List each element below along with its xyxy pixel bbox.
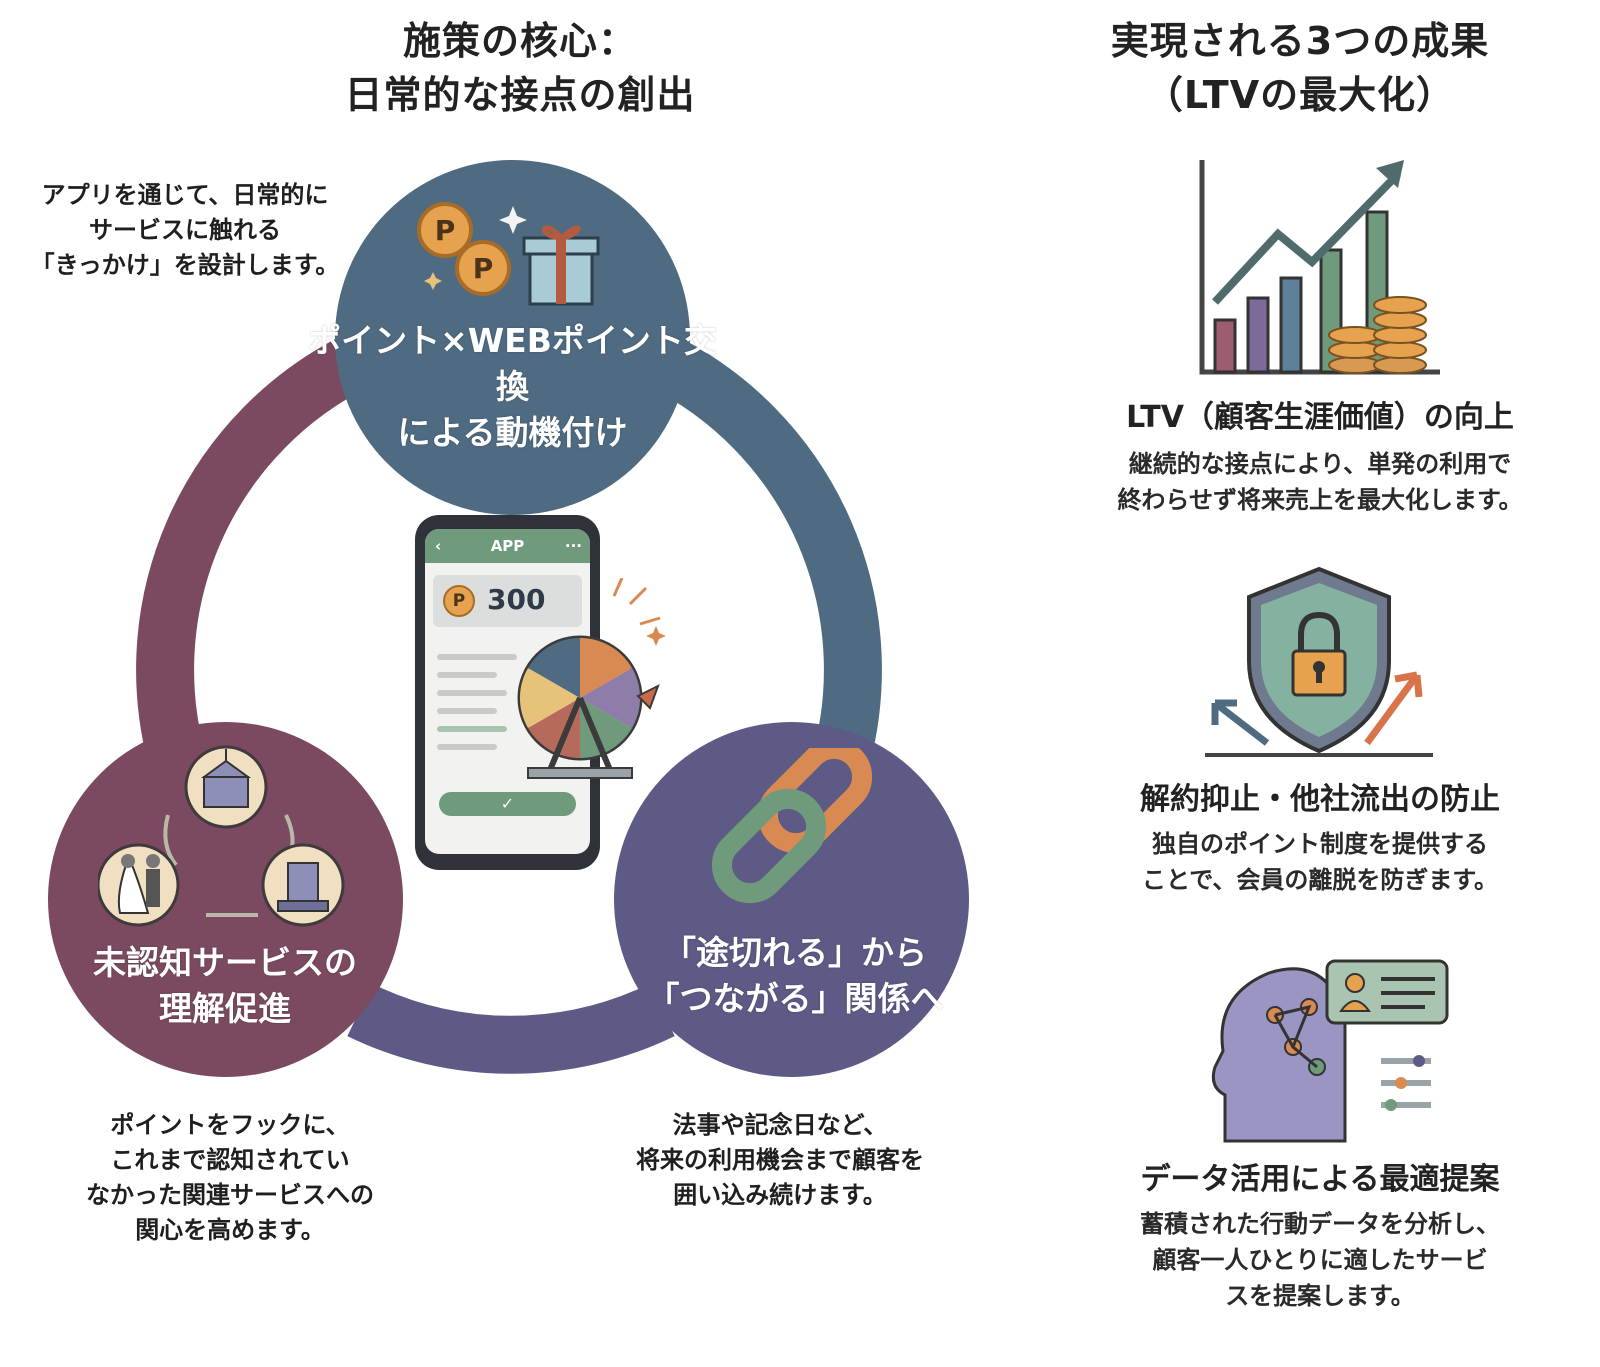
note-bottom-left: ポイントをフックに、 これまで認知されてい なかった関連サービスへの 関心を高め… [86, 1111, 374, 1244]
results-title: 実現される3つの成果 （LTVの最大化） [1110, 19, 1490, 117]
list-item-4 [437, 708, 497, 714]
note-bottom-right: 法事や記念日など、 将来の利用機会まで顧客を 囲い込み続けます。 [636, 1111, 924, 1209]
point-coin-icon: P [443, 585, 475, 617]
circle-relationship-label: 「途切れる」から 「つながる」関係へ [646, 933, 944, 1018]
svg-text:P: P [473, 252, 494, 285]
result-2-description: 独自のポイント制度を提供する ことで、会員の離脱を防ぎます。 [1142, 830, 1498, 894]
ring-arc-left [136, 333, 371, 779]
cycle-ring [136, 333, 882, 1074]
ring-arc-bottom [347, 983, 675, 1074]
growth-chart-icon [1199, 160, 1440, 375]
list-item-2 [437, 672, 497, 678]
result-3-title: データ活用による最適提案 [1140, 1162, 1500, 1197]
list-item-6 [437, 744, 497, 750]
svg-text:P: P [435, 214, 456, 247]
app-header-bar: ‹ APP ··· [425, 529, 590, 563]
chain-link-icon [711, 748, 873, 904]
result-1-title: LTV（顧客生涯価値）の向上 [1126, 400, 1514, 435]
ceremony-services-icon [98, 745, 345, 927]
core-title: 施策の核心： 日常的な接点の創出 [344, 19, 696, 117]
list-item-5 [437, 726, 507, 732]
list-item-1 [437, 654, 517, 660]
result-2-title: 解約抑止・他社流出の防止 [1140, 782, 1500, 817]
confirm-button[interactable]: ✓ [439, 792, 576, 816]
more-menu-icon[interactable]: ··· [564, 537, 582, 555]
note-top-left: アプリを通じて、日常的に サービスに触れる 「きっかけ」を設計します。 [30, 181, 340, 279]
result-1-description: 継続的な接点により、単発の利用で 終わらせず将来売上を最大化します。 [1117, 450, 1523, 514]
check-icon: ✓ [500, 794, 515, 813]
points-gift-icon: P P [417, 202, 600, 306]
ring-arc-right [647, 333, 882, 779]
app-header-title: APP [490, 537, 525, 555]
prize-wheel-icon [517, 578, 666, 779]
points-card: P 300 [433, 575, 582, 627]
list-item-3 [437, 690, 507, 696]
circle-motivation-label: ポイント×WEBポイント交換 による動機付け [308, 321, 717, 452]
coin-stack [1328, 296, 1427, 374]
back-chevron-icon[interactable]: ‹ [435, 537, 442, 555]
circle-awareness-label: 未認知サービスの 理解促進 [93, 943, 357, 1028]
security-shield-icon [1205, 566, 1433, 757]
points-balance: 300 [487, 583, 546, 616]
ai-data-head-icon [1211, 959, 1449, 1143]
result-3-description: 蓄積された行動データを分析し、 顧客一人ひとりに適したサービ スを提案します。 [1140, 1210, 1500, 1310]
